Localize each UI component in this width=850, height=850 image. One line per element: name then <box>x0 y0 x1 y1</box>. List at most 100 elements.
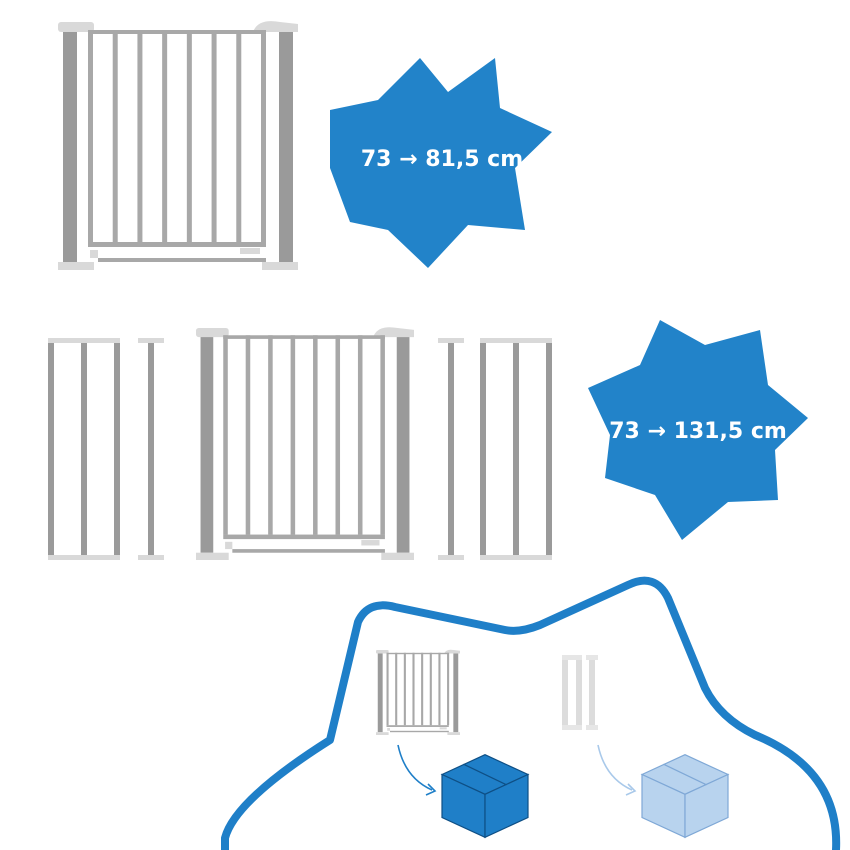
extension-bar <box>48 343 54 555</box>
curved-arrow-icon <box>425 783 437 796</box>
gate-hinge <box>225 541 233 550</box>
gate-cap <box>253 21 298 32</box>
extension-panel-icon <box>438 338 464 560</box>
gate-cap <box>381 552 414 560</box>
curved-arrow-icon <box>397 744 433 791</box>
box-tape <box>663 763 707 786</box>
gate-cap <box>373 327 414 338</box>
extension-cap <box>138 338 164 343</box>
width-range-label: 73 → 131,5 cm <box>609 419 787 444</box>
gate-bar <box>236 30 242 242</box>
box-tape <box>463 763 507 786</box>
package-box-icon <box>640 754 730 839</box>
gate-bar <box>447 652 450 726</box>
gate-rail <box>88 242 266 247</box>
extension-panel-icon <box>562 655 598 730</box>
star-badge-shape <box>588 320 808 540</box>
gate-post <box>279 30 293 262</box>
gate-cap <box>58 262 94 270</box>
gate-bar <box>335 335 341 535</box>
extension-cap <box>562 655 582 660</box>
extension-cap <box>480 555 552 560</box>
extension-bar <box>148 343 154 555</box>
gate-rail <box>232 549 385 553</box>
extension-bar <box>513 343 519 555</box>
gate-rail <box>98 258 266 262</box>
gate-bar <box>380 335 385 535</box>
extension-bar <box>114 343 120 555</box>
safety-gate-icon <box>58 21 298 270</box>
extension-cap <box>138 555 164 560</box>
package-box-icon <box>440 754 530 839</box>
extension-bar <box>448 343 454 555</box>
extension-cap <box>586 725 598 730</box>
curved-arrow-icon <box>625 783 637 796</box>
gate-bar <box>211 30 217 242</box>
extension-panel-icon <box>48 338 120 560</box>
extension-bar <box>81 343 87 555</box>
gate-bar <box>412 652 415 726</box>
gate-bar <box>421 652 424 726</box>
gate-bar <box>162 30 168 242</box>
gate-rail <box>223 335 385 339</box>
extension-cap <box>48 338 120 343</box>
gate-bar <box>395 652 398 726</box>
safety-gate-icon <box>376 649 460 735</box>
extension-bar <box>576 660 582 725</box>
extension-cap <box>480 338 552 343</box>
gate-cap <box>58 22 94 32</box>
gate-bar <box>386 652 389 726</box>
package-outline <box>221 576 841 850</box>
size-badge-single: 73 → 81,5 cm <box>330 58 552 268</box>
box-right <box>684 773 729 839</box>
box-right <box>484 773 529 839</box>
gate-bar <box>223 335 228 535</box>
gate-bar <box>403 652 406 726</box>
extension-bar <box>480 343 486 555</box>
gate-cap <box>196 552 229 560</box>
gate-bar <box>438 652 441 726</box>
extension-bar <box>562 660 568 725</box>
curved-arrow-icon <box>597 744 633 791</box>
width-range-label: 73 → 81,5 cm <box>361 147 523 172</box>
gate-bar <box>137 30 143 242</box>
gate-bar <box>245 335 251 535</box>
gate-post <box>453 652 459 733</box>
gate-bar <box>186 30 192 242</box>
gate-bar <box>429 652 432 726</box>
gate-post <box>377 652 383 733</box>
gate-cap <box>447 732 460 735</box>
extension-cap <box>48 555 120 560</box>
extension-bar <box>546 343 552 555</box>
extension-cap <box>438 338 464 343</box>
gate-bar <box>268 335 273 535</box>
gate-bar <box>313 335 318 535</box>
gate-cap <box>196 328 229 338</box>
gate-bar <box>290 335 296 535</box>
gate-latch <box>361 540 380 546</box>
gate-bar <box>357 335 363 535</box>
gate-cap <box>376 732 389 735</box>
extension-panel-icon <box>480 338 552 560</box>
extension-cap <box>562 725 582 730</box>
safety-gate-icon <box>196 327 414 560</box>
size-badge-extended: 73 → 131,5 cm <box>588 320 808 540</box>
gate-bar <box>112 30 118 242</box>
gate-latch <box>240 248 260 254</box>
gate-hinge <box>387 728 390 731</box>
extension-panel-icon <box>138 338 164 560</box>
gate-cap <box>444 649 460 654</box>
gate-rail <box>386 652 449 655</box>
star-badge-shape <box>330 58 552 268</box>
gate-rail <box>390 730 449 733</box>
gate-bar <box>261 30 266 242</box>
gate-cap <box>262 262 298 270</box>
gate-post <box>396 335 410 553</box>
extension-cap <box>438 555 464 560</box>
gate-hinge <box>90 250 98 258</box>
gate-rail <box>223 534 385 540</box>
gate-latch <box>439 727 447 730</box>
gate-post <box>200 335 214 553</box>
gate-bar <box>88 30 93 242</box>
